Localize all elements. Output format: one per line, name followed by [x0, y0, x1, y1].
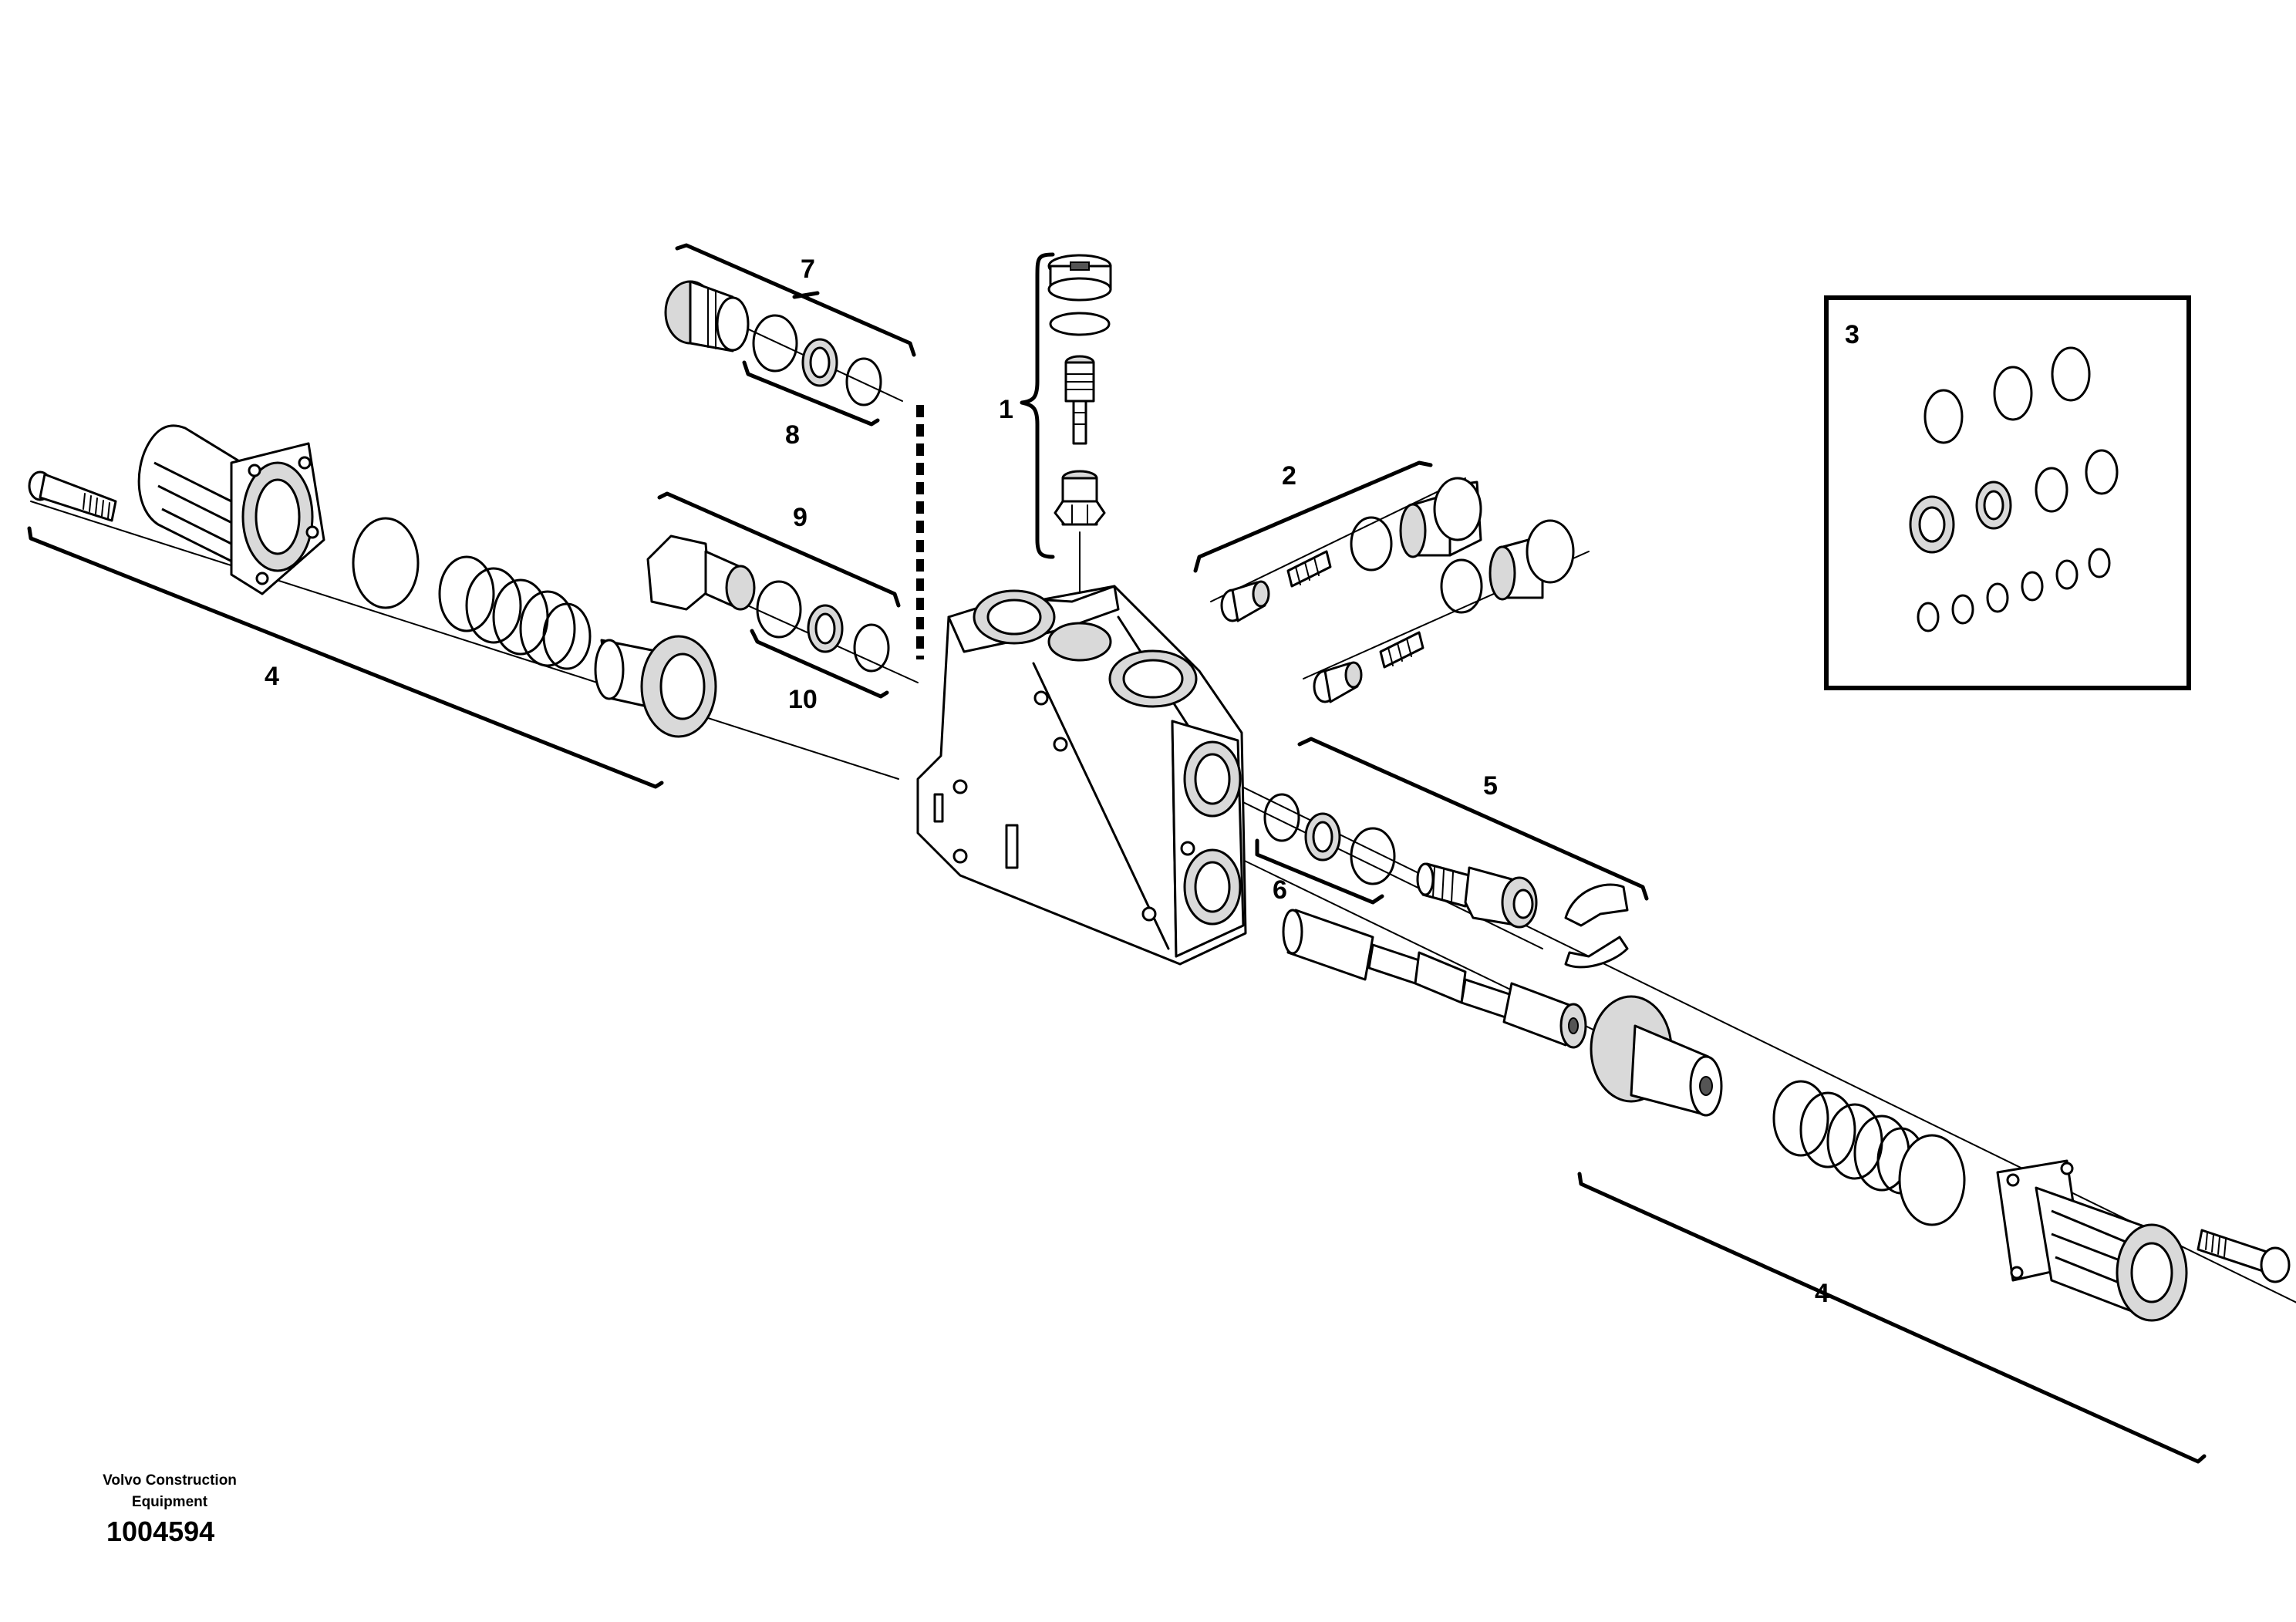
callout-7: 7: [801, 255, 815, 284]
item-2-check-valve-upper: [1220, 477, 1482, 622]
callout-10: 10: [788, 685, 818, 714]
callout-brackets: [27, 243, 2207, 1464]
callout-4-left: 4: [265, 662, 279, 691]
callout-3: 3: [1845, 320, 1859, 349]
item-5-plug-assembly: [1263, 793, 1629, 969]
o-ring-left-cover: [352, 517, 420, 609]
item-2-check-valve-lower: [1313, 519, 1575, 703]
spring-left: [438, 555, 592, 670]
callout-labels: 1 2 3 4 4 5 6 7 8 9 10: [265, 255, 1859, 1308]
callout-4-right: 4: [1815, 1279, 1829, 1308]
spring-seat-left: [594, 635, 717, 738]
spring-seat-right: [1590, 995, 1723, 1117]
callout-5: 5: [1483, 771, 1498, 801]
item-1-vertical-valve-stack: [1047, 254, 1112, 526]
item-3-seal-kit-box: [1824, 295, 2191, 690]
callout-6: 6: [1273, 875, 1287, 905]
item-9-relief-valve-assembly: [646, 534, 890, 673]
spring-right: [1772, 1080, 1926, 1195]
callout-1: 1: [999, 395, 1013, 424]
callout-9: 9: [793, 503, 807, 532]
cover-bolt-right: [2197, 1229, 2291, 1283]
left-spring-cover-assembly: [28, 424, 717, 738]
spring-cover-left: [137, 424, 325, 595]
valve-section-body: [916, 585, 1247, 966]
callout-2: 2: [1282, 461, 1296, 491]
right-spring-cover-assembly: [1590, 995, 2291, 1322]
drawing-number: 1004594: [106, 1516, 215, 1547]
brand-caption: Volvo Construction Equipment: [103, 1472, 237, 1510]
valve-spool: [1282, 909, 1587, 1049]
callout-8: 8: [785, 420, 800, 450]
spring-cover-right: [1996, 1159, 2188, 1322]
o-ring-right-cover: [1898, 1134, 1966, 1226]
item-7-plug-assembly: [664, 280, 882, 406]
cover-bolt-left: [28, 470, 117, 522]
